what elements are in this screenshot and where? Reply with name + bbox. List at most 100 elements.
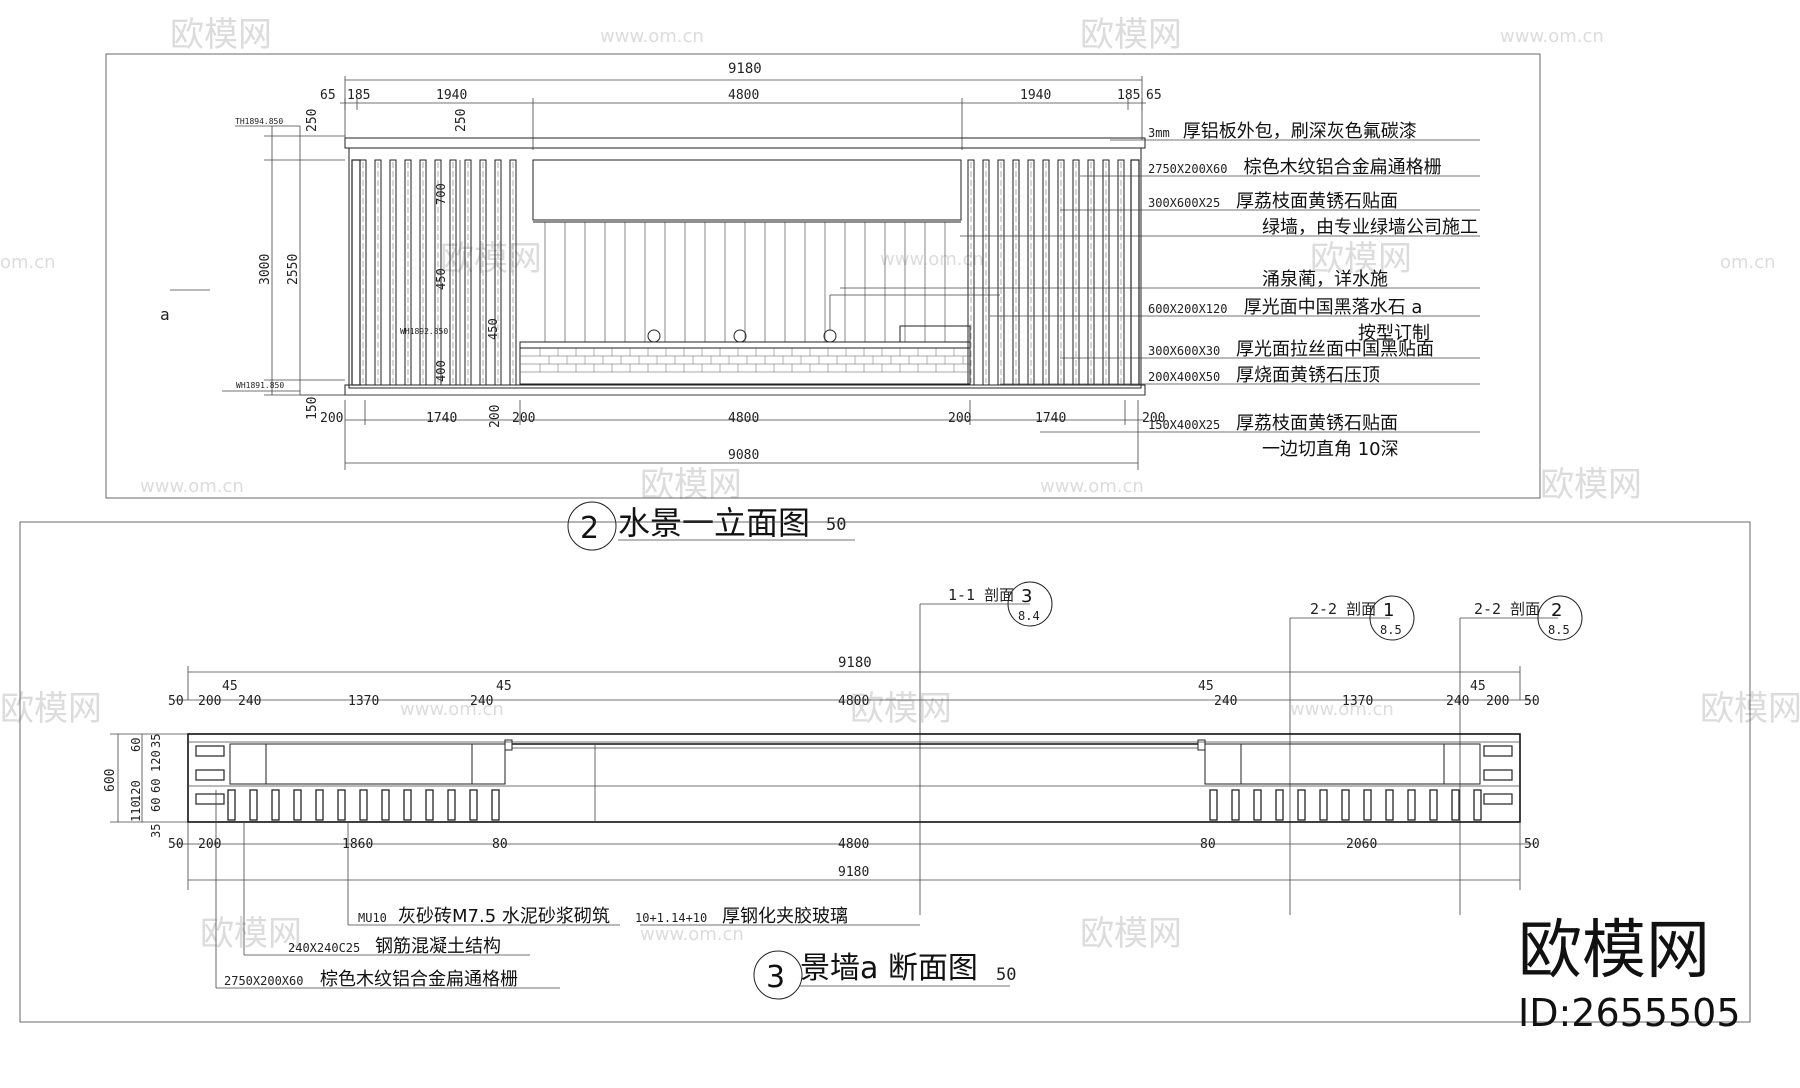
grille-slat-section xyxy=(491,789,500,821)
dim-200: 200 xyxy=(488,405,503,428)
dim-50: 50 xyxy=(1524,837,1540,852)
dim-total-9180: 9180 xyxy=(838,865,869,880)
grille-left xyxy=(351,159,517,386)
watermark-site: om.cn xyxy=(1720,252,1776,273)
end-timber xyxy=(1483,769,1513,781)
green-wall xyxy=(533,221,961,342)
watermark-site: www.om.cn xyxy=(140,476,244,497)
end-timber xyxy=(195,745,225,757)
cut-symbol-sheet: 8.4 xyxy=(1018,609,1040,623)
grille-slat-section xyxy=(1407,789,1416,821)
dim-65: 65 xyxy=(1146,88,1162,103)
watermark-layer: 欧模网 www.om.cn 欧模网 www.om.cn om.cn 欧模网 ww… xyxy=(0,15,1800,954)
basin-coping xyxy=(519,341,971,349)
grille-right xyxy=(967,159,1140,386)
end-timber xyxy=(1483,793,1513,805)
watermark-site: www.om.cn xyxy=(400,699,504,720)
dim-250: 250 xyxy=(454,109,469,132)
cut-symbol-circle xyxy=(1537,595,1583,641)
end-timber-stacks xyxy=(195,745,1513,805)
watermark-site: www.om.cn xyxy=(1500,26,1604,47)
watermark-site: www.om.cn xyxy=(1040,476,1144,497)
grille-slat-section xyxy=(425,789,434,821)
dim-1940: 1940 xyxy=(436,88,467,103)
model-id-text: ID:2655505 xyxy=(1518,991,1741,1035)
grille-slat-section xyxy=(1429,789,1438,821)
rc-column-left-inner xyxy=(471,743,506,785)
grille-slat-section xyxy=(293,789,302,821)
dim-200: 200 xyxy=(1142,411,1165,426)
elevation-top-dimensions: 9180 65 185 1940 4800 1940 185 65 xyxy=(320,61,1162,150)
dim-1740: 1740 xyxy=(1035,411,1066,426)
cut-symbol-sheet: 8.5 xyxy=(1380,623,1402,637)
cut-symbol-number: 3 xyxy=(1021,586,1032,607)
grille-slat-section xyxy=(227,789,236,821)
dim-250: 250 xyxy=(305,109,320,132)
dim-65: 65 xyxy=(320,88,336,103)
dim-1370: 1370 xyxy=(1342,694,1373,709)
elevation-bottom-dimensions: 200 1740 200 200 4800 200 1740 200 9080 xyxy=(320,400,1165,470)
dim-35: 35 xyxy=(149,734,163,748)
elevation-wall: 700 450 400 450 xyxy=(300,137,1146,396)
dim-3000: 3000 xyxy=(258,254,273,285)
watermark-brand: 欧模网 xyxy=(1310,239,1412,279)
fountain-basin xyxy=(519,347,971,385)
elevation-frame xyxy=(105,53,1541,499)
dim-80: 80 xyxy=(492,837,508,852)
elevation-title: 水景一立面图 xyxy=(618,504,810,542)
grille-slat-section xyxy=(1451,789,1460,821)
callout-text: 厚光面拉丝面中国黑贴面 xyxy=(1236,339,1434,360)
cut-symbol-sheet: 8.5 xyxy=(1548,623,1570,637)
watermark-brand: 欧模网 xyxy=(200,914,302,954)
dim-240: 240 xyxy=(238,694,261,709)
section-callouts: MU10 灰砂砖M7.5 水泥砂浆砌筑 10+1.14+10 厚钢化夹胶玻璃 2… xyxy=(215,790,920,990)
callout-text: 厚铝板外包，刷深灰色氟碳漆 xyxy=(1183,121,1417,142)
grille-slat-section xyxy=(337,789,346,821)
brand-logo-block: 欧模网 ID:2655505 xyxy=(1518,914,1741,1035)
dim-185: 185 xyxy=(1117,88,1140,103)
grille-slat-section xyxy=(447,789,456,821)
dim-1860: 1860 xyxy=(342,837,373,852)
dim-200: 200 xyxy=(198,694,221,709)
dim-4800: 4800 xyxy=(728,411,759,426)
wall-outline xyxy=(348,147,1142,389)
section-left-dimensions: 600 60 35 120 120 110 60 60 35 xyxy=(103,734,190,838)
elevation-left-dimensions: 250 250 3000 2550 150 TH1894.850 WH1892.… xyxy=(160,109,469,420)
basin-side-block xyxy=(899,325,971,343)
dim-600: 600 xyxy=(103,769,118,792)
section-title: 景墙a 断面图 xyxy=(800,951,978,986)
cut-symbol-number: 2 xyxy=(1551,600,1562,621)
watermark-site: www.om.cn xyxy=(1290,699,1394,720)
basin-stone-courses xyxy=(520,348,970,373)
dim-50: 50 xyxy=(168,837,184,852)
fountain-jet-icon xyxy=(647,329,661,343)
dim-450: 450 xyxy=(434,268,448,290)
dim-45: 45 xyxy=(1470,679,1486,694)
elevation-title-scale: 50 xyxy=(826,515,846,535)
elevation-mark-mid: WH1892.850 xyxy=(400,327,448,336)
callout-text: 绿墙，由专业绿墙公司施工 xyxy=(1262,217,1478,238)
dim-1940: 1940 xyxy=(1020,88,1051,103)
callout-text: 棕色木纹铝合金扁通格栅 xyxy=(1244,157,1442,178)
dim-2060: 2060 xyxy=(1346,837,1377,852)
callout-code: 600X200X120 xyxy=(1148,302,1227,316)
grille-slats-right xyxy=(1209,789,1482,821)
glass-clip-left xyxy=(504,739,513,751)
watermark-site: www.om.cn xyxy=(640,924,744,945)
grille-slat-section xyxy=(1341,789,1350,821)
watermark-brand: 欧模网 xyxy=(1080,15,1182,55)
fountain-jet-icon xyxy=(823,329,837,343)
grille-slat-section xyxy=(1319,789,1328,821)
dim-200: 200 xyxy=(1486,694,1509,709)
callout-text: 棕色木纹铝合金扁通格栅 xyxy=(320,969,518,990)
dim-45: 45 xyxy=(496,679,512,694)
title-badge-number: 3 xyxy=(766,960,785,995)
dim-4800: 4800 xyxy=(728,88,759,103)
cut-label-2-2: 2-2 剖面 xyxy=(1310,600,1376,618)
watermark-brand: 欧模网 xyxy=(0,689,102,729)
watermark-site: om.cn xyxy=(0,252,56,273)
section-top-dimensions: 9180 45 50 200 240 1370 240 45 4800 45 2… xyxy=(168,655,1540,709)
watermark-site: www.om.cn xyxy=(600,26,704,47)
end-timber xyxy=(1483,745,1513,757)
